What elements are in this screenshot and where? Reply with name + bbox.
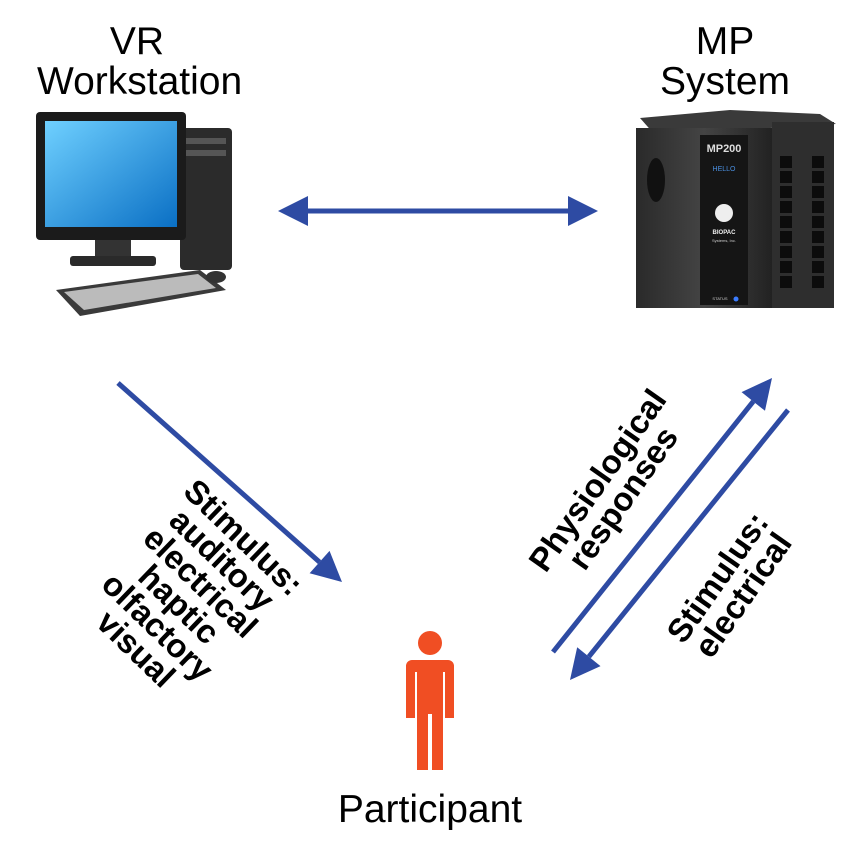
participant-icon xyxy=(406,631,454,770)
device-brand: BIOPAC xyxy=(713,230,737,236)
port-icon xyxy=(780,156,792,168)
port-icon xyxy=(812,246,824,258)
device-model-label: MP200 xyxy=(707,143,742,155)
port-icon xyxy=(812,186,824,198)
participant-label: Participant xyxy=(337,788,523,831)
port-icon xyxy=(780,261,792,273)
port-icon xyxy=(812,156,824,168)
port-icon xyxy=(812,201,824,213)
port-icon xyxy=(812,231,824,243)
device-display: HELLO xyxy=(713,166,737,173)
title-line: VR xyxy=(109,20,165,63)
title-line: Workstation xyxy=(37,60,243,103)
port-icon xyxy=(812,276,824,288)
bidirectional-arrow xyxy=(278,196,598,226)
port-icon xyxy=(812,261,824,273)
device-status: STATUS xyxy=(712,296,728,301)
stimulus-arrow xyxy=(116,381,342,582)
title-line: System xyxy=(659,60,791,103)
port-icon xyxy=(780,171,792,183)
port-icon xyxy=(812,216,824,228)
title-line: MP xyxy=(695,20,755,63)
vr-workstation-title: VR Workstation xyxy=(37,20,243,103)
physiological-arrow xyxy=(551,378,772,654)
computer-icon xyxy=(36,112,232,316)
mp-system-title: MP System xyxy=(625,22,825,102)
port-icon xyxy=(780,246,792,258)
port-icon xyxy=(780,201,792,213)
arrows xyxy=(116,196,790,680)
port-icon xyxy=(780,276,792,288)
electrical-stimulus-arrow xyxy=(570,408,790,680)
port-icon xyxy=(780,186,792,198)
mp200-device-icon: MP200 HELLO BIOPAC Systems, Inc. STATUS xyxy=(636,110,836,308)
device-brand-sub: Systems, Inc. xyxy=(712,238,736,243)
port-icon xyxy=(780,231,792,243)
port-icon xyxy=(780,216,792,228)
port-icon xyxy=(812,171,824,183)
